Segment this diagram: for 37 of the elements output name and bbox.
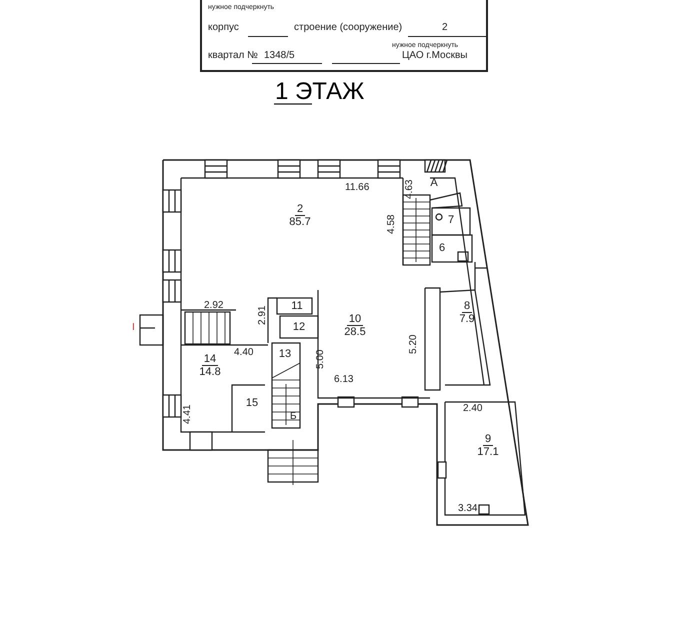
room-number: 11: [291, 300, 303, 312]
room-number: 6: [438, 242, 446, 254]
room-area-value: 28.5: [344, 326, 366, 338]
form-field-text: строение (сооружение): [294, 22, 402, 34]
room-number: 15: [246, 397, 258, 409]
room-number: 2: [294, 202, 306, 216]
room-area-value: 14.8: [199, 366, 221, 378]
dimension-label: 2.92: [204, 300, 224, 311]
marker-letter: Б: [290, 411, 297, 422]
dimension-label: 2.91: [257, 306, 268, 325]
room-number: 9: [482, 432, 494, 446]
floor-title: 1 ЭТАЖ: [275, 78, 364, 106]
room-number: 12: [292, 321, 306, 333]
dimension-label: 3.34: [458, 503, 478, 514]
room-area-value: 85.7: [289, 216, 311, 228]
form-field-text: ЦАО г.Москвы: [402, 50, 468, 62]
form-field-text: квартал №: [208, 50, 258, 62]
dimension-label: 4.58: [386, 214, 397, 234]
room-number: 13: [278, 348, 292, 360]
room-number: A: [430, 177, 438, 189]
dimension-label: 4.40: [234, 347, 254, 358]
form-field-text: 1348/5: [264, 50, 295, 62]
room-number: 8: [462, 300, 472, 312]
room-number: 14: [202, 352, 218, 366]
form-header-box: [200, 0, 488, 72]
room-number: 10: [346, 312, 364, 326]
dimension-label: 6.13: [334, 374, 354, 385]
marker-letter: I: [132, 322, 135, 333]
form-field-text: 2: [442, 22, 448, 34]
dimension-label: 2.40: [463, 403, 482, 414]
room-number: 7: [448, 214, 454, 226]
room-area-value: 17.1: [477, 446, 499, 458]
dimension-label: 4.41: [182, 404, 193, 424]
dimension-label: 5.20: [408, 334, 419, 354]
dimension-label: 11.66: [345, 182, 370, 193]
form-field-text: корпус: [208, 22, 239, 34]
room-area-value: 7.9: [459, 312, 475, 324]
